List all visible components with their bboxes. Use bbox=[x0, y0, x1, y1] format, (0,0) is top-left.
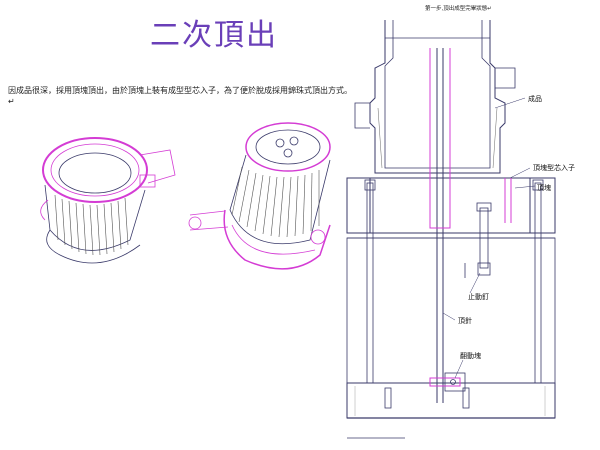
label-ejector-pin: 頂針 bbox=[458, 317, 472, 325]
label-linkage-block: 翻動塊 bbox=[460, 352, 481, 360]
product-view-1 bbox=[40, 137, 176, 264]
product-view-2 bbox=[188, 122, 331, 270]
slide-description: 因成品很深，採用頂塊頂出，由於頂塊上裝有成型型芯入子，為了便於脫成採用錦珠式頂出… bbox=[8, 86, 352, 106]
label-ejector-block: 頂塊 bbox=[537, 184, 551, 192]
label-product: 成品 bbox=[528, 95, 542, 103]
label-stop-pin: 止動釘 bbox=[468, 293, 489, 301]
label-core-insert: 頂塊型芯入子 bbox=[533, 164, 575, 172]
mold-section-drawing bbox=[346, 20, 556, 439]
step-title: 第一步,頂出成型完畢狀態↵ bbox=[425, 6, 492, 12]
slide-title: 二次頂出 bbox=[150, 18, 278, 53]
product-3d-views bbox=[40, 122, 331, 270]
